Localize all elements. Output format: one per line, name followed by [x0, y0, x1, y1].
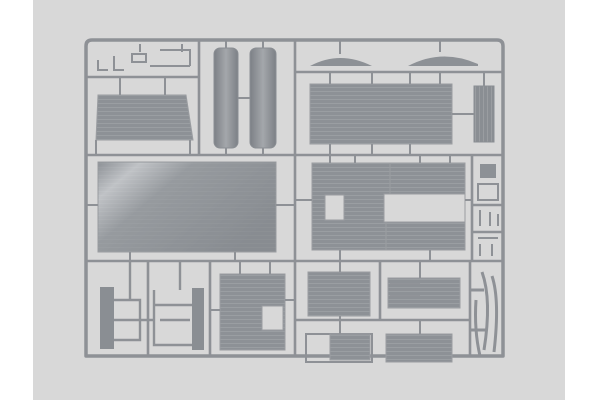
small-fittings-column: [477, 164, 499, 256]
curved-rail-parts: [470, 271, 499, 357]
floor-panel-part: [295, 155, 472, 261]
upper-left-panel-part: [95, 77, 194, 155]
curved-strip-parts: [310, 40, 478, 66]
window-frame-parts: [100, 261, 204, 350]
roof-panel-part: [86, 161, 295, 261]
lower-right-parts-cluster: [305, 261, 461, 363]
sprue-outer-frame: [84, 38, 505, 358]
side-panel-part: [210, 261, 295, 351]
small-parts-cluster: [97, 44, 191, 71]
upper-right-panel-part: [309, 72, 495, 155]
sprue-runners: [86, 40, 503, 356]
cylinder-halves-pair: [213, 40, 277, 155]
